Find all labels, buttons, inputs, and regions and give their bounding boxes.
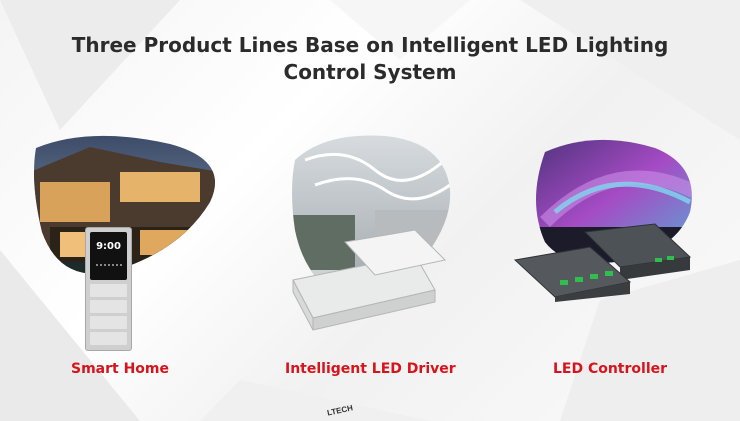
panel-screen: 9:00 — [90, 232, 127, 280]
panel-button-4 — [90, 332, 127, 345]
panel-button-3 — [90, 316, 127, 329]
controller-devices — [513, 223, 692, 302]
product-card-smart-home[interactable]: 9:00 — [30, 132, 220, 351]
product-label-led-controller[interactable]: LED Controller — [552, 361, 668, 377]
page-title: Three Product Lines Base on Intelligent … — [0, 32, 740, 86]
product-card-led-driver[interactable]: LTECH — [285, 130, 465, 418]
led-driver-image — [292, 135, 451, 331]
product-label-smart-home[interactable]: Smart Home — [70, 361, 169, 377]
page-title-line-1: Three Product Lines Base on Intelligent … — [71, 33, 669, 57]
panel-time: 9:00 — [96, 241, 121, 252]
page-title-line-2: Control System — [283, 60, 457, 84]
product-label-led-driver[interactable]: Intelligent LED Driver — [285, 361, 456, 377]
panel-button-2 — [90, 300, 127, 313]
panel-button-1 — [90, 284, 127, 297]
led-controller-image — [513, 139, 692, 302]
panel-icons — [96, 264, 122, 269]
smart-panel: 9:00 — [85, 227, 132, 351]
product-card-led-controller[interactable] — [505, 132, 705, 302]
driver-box — [292, 229, 447, 331]
